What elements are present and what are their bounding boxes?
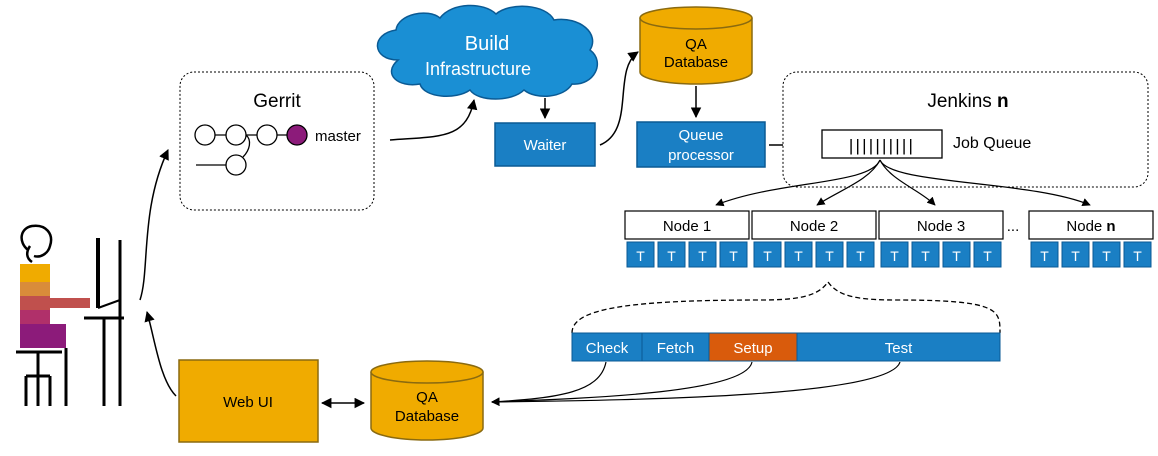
stage-label: Fetch xyxy=(657,340,695,357)
test-slot xyxy=(626,241,655,268)
node-1: Node 1 T T T T xyxy=(624,210,750,268)
arrow-waiter-to-qa-db xyxy=(599,51,639,146)
job-queue-label: Job Queue xyxy=(953,135,1031,152)
node2-brace xyxy=(571,280,1001,334)
waiter-box: Waiter xyxy=(494,122,596,167)
stage-setup: Setup xyxy=(708,332,798,362)
stage-check: Check xyxy=(571,332,643,362)
node-header xyxy=(624,210,750,240)
test-slot-label: T xyxy=(1040,248,1049,264)
test-slot xyxy=(753,241,782,268)
nodes-layer: Node 1 T T T T Node 2 T T T T Node 3 T T T T Node n T T T T xyxy=(624,210,1154,268)
test-slot-label: T xyxy=(667,248,676,264)
test-slot-label: T xyxy=(636,248,645,264)
stage-test: Test xyxy=(796,332,1001,362)
stage-label: Test xyxy=(885,340,913,357)
web-ui-box: Web UI xyxy=(178,359,319,443)
qa-database-bottom: QA Database xyxy=(370,360,484,441)
arrow-gerrit-to-build xyxy=(389,98,478,141)
arrow-person-to-gerrit xyxy=(139,149,169,301)
job-queue-icon xyxy=(821,129,943,159)
cloud-label-line2: Infrastructure xyxy=(425,59,531,79)
commit-graph-icon xyxy=(194,124,308,176)
node-2: Node 2 T T T T xyxy=(751,210,877,268)
node-header xyxy=(751,210,877,240)
test-slot-label: T xyxy=(698,248,707,264)
test-slot xyxy=(784,241,813,268)
stage-block xyxy=(571,332,643,362)
gerrit-branch-label: master xyxy=(315,128,361,145)
stages-bar: Check Fetch Setup Test xyxy=(571,332,1001,362)
test-slot-label: T xyxy=(729,248,738,264)
fanout-arrows xyxy=(715,159,1091,207)
qa-database-top: QA Database xyxy=(639,6,753,85)
job-queue-bars: |||||||||| xyxy=(849,136,915,155)
test-slot-label: T xyxy=(1102,248,1111,264)
qa-db-bottom-line2: Database xyxy=(395,408,459,425)
test-slot xyxy=(942,241,971,268)
node-label: Node 3 xyxy=(917,218,965,235)
test-slot xyxy=(911,241,940,268)
node-label: Node n xyxy=(1066,218,1115,235)
test-slot xyxy=(657,241,686,268)
waiter-label: Waiter xyxy=(524,137,567,154)
test-slot-label: T xyxy=(1071,248,1080,264)
test-slot-label: T xyxy=(763,248,772,264)
test-slot-label: T xyxy=(890,248,899,264)
stage-fetch: Fetch xyxy=(641,332,710,362)
test-slot-label: T xyxy=(1133,248,1142,264)
build-infrastructure-cloud: Build Infrastructure xyxy=(376,4,599,100)
node-header xyxy=(1028,210,1154,240)
gerrit-title: Gerrit xyxy=(253,91,301,112)
jenkins-title: Jenkins n xyxy=(927,91,1008,112)
test-slot-label: T xyxy=(825,248,834,264)
queue-processor-line2: processor xyxy=(668,147,734,164)
test-slot-label: T xyxy=(794,248,803,264)
qa-db-bottom-line1: QA xyxy=(416,389,438,406)
queue-processor-line1: Queue xyxy=(678,127,723,144)
test-slot xyxy=(880,241,909,268)
test-slot xyxy=(1123,241,1152,268)
web-ui-label: Web UI xyxy=(223,394,273,411)
node-label: Node 1 xyxy=(663,218,711,235)
test-slot-label: T xyxy=(952,248,961,264)
cloud-label-line1: Build xyxy=(465,33,509,55)
test-slot xyxy=(1030,241,1059,268)
qa-db-top-line2: Database xyxy=(664,54,728,71)
stage-label: Setup xyxy=(733,340,772,357)
test-slot-label: T xyxy=(856,248,865,264)
test-slot xyxy=(846,241,875,268)
test-slot xyxy=(973,241,1002,268)
test-slot-label: T xyxy=(921,248,930,264)
stage-arrows xyxy=(491,361,901,407)
node-header xyxy=(878,210,1004,240)
stage-block xyxy=(796,332,1001,362)
node-3: Node 3 T T T T xyxy=(878,210,1004,268)
test-slot xyxy=(1092,241,1121,268)
arrow-webui-to-person xyxy=(144,310,177,397)
test-slot xyxy=(815,241,844,268)
test-slot xyxy=(719,241,748,268)
test-slot xyxy=(1061,241,1090,268)
jenkins-panel: Jenkins n |||||||||| Job Queue xyxy=(782,71,1149,188)
stage-label: Check xyxy=(586,340,629,357)
queue-processor-box: Queue processor xyxy=(636,121,766,168)
node-4: Node n T T T T xyxy=(1028,210,1154,268)
gerrit-panel: Gerrit master xyxy=(179,71,375,211)
stage-block xyxy=(641,332,710,362)
test-slot xyxy=(688,241,717,268)
developer-icon xyxy=(16,224,124,406)
qa-db-top-line1: QA xyxy=(685,36,707,53)
test-slot-label: T xyxy=(983,248,992,264)
node-label: Node 2 xyxy=(790,218,838,235)
nodes-ellipsis: ... xyxy=(1007,218,1020,235)
